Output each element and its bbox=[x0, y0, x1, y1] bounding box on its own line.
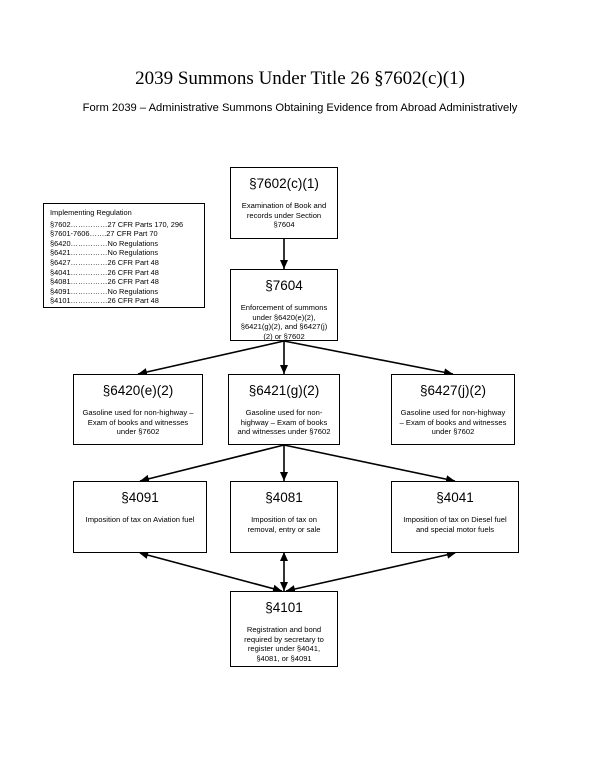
node-title: §4081 bbox=[265, 490, 303, 505]
node-description: Enforcement of summons under §6420(e)(2)… bbox=[240, 303, 328, 341]
node-6420e2: §6420(e)(2) Gasoline used for non-highwa… bbox=[73, 374, 203, 445]
node-title: §7602(c)(1) bbox=[249, 176, 319, 191]
node-4081: §4081 Imposition of tax on removal, entr… bbox=[230, 481, 338, 553]
node-description: Gasoline used for non-highway – Exam of … bbox=[82, 408, 194, 437]
node-title: §4041 bbox=[436, 490, 474, 505]
arrow-4091-4101 bbox=[139, 551, 283, 593]
node-description: Registration and bond required by secret… bbox=[244, 625, 324, 663]
regulation-row: §6427……………26 CFR Part 48 bbox=[50, 257, 159, 267]
regulation-row: §6421……………No Regulations bbox=[50, 248, 159, 258]
regulation-row: §4041……………26 CFR Part 48 bbox=[50, 267, 159, 277]
implementing-regulation-box: Implementing Regulation §7602……………27 CFR… bbox=[43, 203, 205, 308]
regulation-row: §6420……………No Regulations bbox=[50, 238, 159, 248]
arrow-6421-to-4091 bbox=[139, 444, 285, 483]
node-6427j2: §6427(j)(2) Gasoline used for non-highwa… bbox=[391, 374, 515, 445]
node-title: §6421(g)(2) bbox=[248, 383, 320, 398]
node-description: Examination of Book and records under Se… bbox=[241, 201, 327, 230]
page-subtitle: Form 2039 – Administrative Summons Obtai… bbox=[82, 102, 518, 114]
node-4091: §4091 Imposition of tax on Aviation fuel bbox=[73, 481, 207, 553]
regulation-row: §4091……………No Regulations bbox=[50, 286, 159, 296]
node-description: Imposition of tax on Diesel fuel and spe… bbox=[403, 515, 507, 534]
arrow-6421-to-4041 bbox=[283, 444, 456, 484]
node-4101: §4101 Registration and bond required by … bbox=[230, 591, 338, 667]
node-title: §7604 bbox=[265, 278, 303, 293]
node-title: §4101 bbox=[265, 600, 303, 615]
arrow-4041-4101 bbox=[285, 550, 456, 593]
regulation-row: §7602……………27 CFR Parts 170, 296 bbox=[50, 219, 184, 229]
regulation-row: §4081……………26 CFR Part 48 bbox=[50, 277, 159, 287]
node-7604: §7604 Enforcement of summons under §6420… bbox=[230, 269, 338, 341]
page-title: 2039 Summons Under Title 26 §7602(c)(1) bbox=[135, 68, 465, 89]
regulation-row: §7601-7606…….27 CFR Part 70 bbox=[50, 229, 158, 239]
node-6421g2: §6421(g)(2) Gasoline used for non-highwa… bbox=[228, 374, 340, 445]
node-7602c1: §7602(c)(1) Examination of Book and reco… bbox=[230, 167, 338, 239]
node-description: Gasoline used for non-highway – Exam of … bbox=[237, 408, 331, 437]
node-description: Gasoline used for non-highway – Exam of … bbox=[399, 408, 507, 437]
node-description: Imposition of tax on Aviation fuel bbox=[85, 515, 195, 524]
node-title: §6420(e)(2) bbox=[102, 383, 174, 398]
node-title: §4091 bbox=[121, 490, 159, 505]
arrow-7604-to-6420 bbox=[137, 340, 285, 376]
regulation-row: §4101……………26 CFR Part 48 bbox=[50, 296, 159, 306]
node-title: §6427(j)(2) bbox=[419, 383, 487, 398]
arrow-7604-to-6427 bbox=[283, 340, 454, 377]
regulation-heading: Implementing Regulation bbox=[50, 208, 132, 217]
node-description: Imposition of tax on removal, entry or s… bbox=[247, 515, 321, 534]
node-4041: §4041 Imposition of tax on Diesel fuel a… bbox=[391, 481, 519, 553]
